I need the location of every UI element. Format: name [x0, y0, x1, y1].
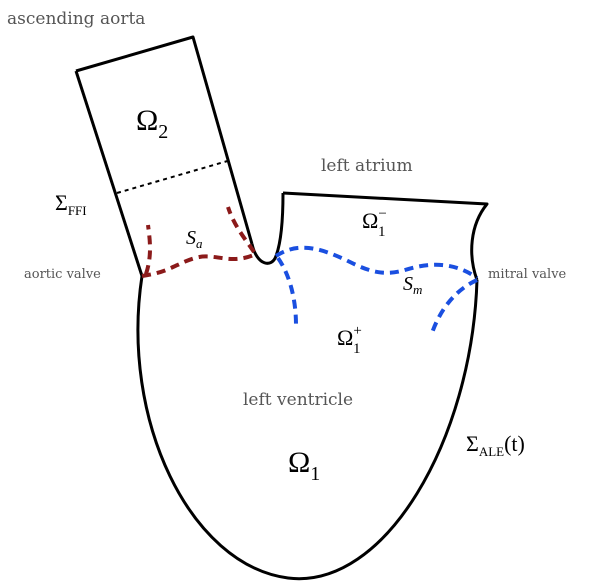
- ffi-interface-line: [117, 160, 231, 193]
- mitral-valve-label: mitral valve: [488, 267, 567, 282]
- mitral-valve-leaflet-left: [278, 258, 296, 325]
- mitral-valve-curve: [276, 248, 477, 278]
- omega1-minus-label: Ω−1: [362, 206, 387, 240]
- sigma-ffi-label: ΣFFI: [55, 190, 87, 218]
- aortic-valve-curve: [142, 254, 256, 276]
- sigma-ale-label: ΣALE(t): [466, 431, 525, 459]
- aortic-valve-leaflet-left: [146, 225, 150, 274]
- left-atrium-label: left atrium: [321, 156, 413, 176]
- aortic-valve-label: aortic valve: [24, 267, 101, 282]
- omega1-plus-label: Ω+1: [337, 323, 362, 357]
- s-m-label: Sm: [403, 273, 422, 297]
- aorta-left-wall: [76, 71, 142, 276]
- s-a-label: Sa: [186, 227, 203, 251]
- aortic-valve-leaflet-right: [228, 207, 254, 252]
- omega2-label: Ω2: [136, 104, 168, 143]
- omega1-label: Ω1: [288, 446, 320, 485]
- ascending-aorta-label: ascending aorta: [7, 9, 145, 29]
- mitral-valve-leaflet-right: [432, 280, 477, 333]
- ventricle-wall: [138, 276, 477, 579]
- left-ventricle-label: left ventricle: [243, 390, 353, 410]
